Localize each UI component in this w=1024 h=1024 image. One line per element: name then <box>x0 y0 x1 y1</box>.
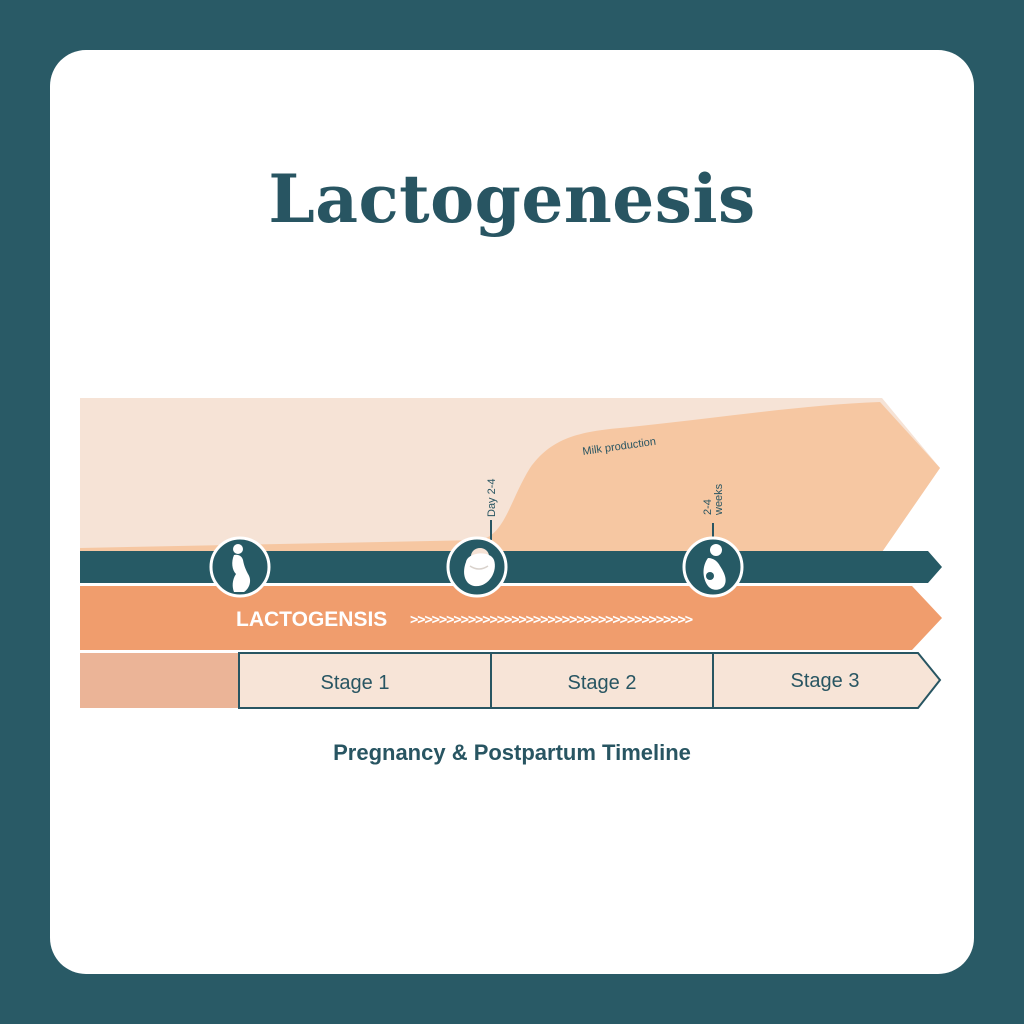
milk-production-area <box>80 402 940 552</box>
stage-3-box <box>712 652 942 709</box>
lactogenesis-band <box>80 586 942 650</box>
weeks-marker-label-2: weeks <box>713 483 725 516</box>
timeline-caption: Pregnancy & Postpartum Timeline <box>333 740 691 765</box>
timeline-arrow <box>80 551 942 583</box>
newborn-icon <box>446 536 508 598</box>
lactogenesis-band-label: LACTOGENSIS <box>236 608 387 631</box>
mother-baby-icon <box>682 536 744 598</box>
stage-1-box <box>238 652 492 709</box>
page-title: Lactogenesis <box>268 160 756 238</box>
weeks-marker-label-1: 2-4 <box>702 499 714 515</box>
day-marker-label: Day 2-4 <box>486 478 498 517</box>
stage-3-label: Stage 3 <box>791 670 860 692</box>
band-chevrons: >>>>>>>>>>>>>>>>>>>>>>>>>>>>>>>>>>>>>>> <box>410 612 693 628</box>
stage-2-label: Stage 2 <box>568 672 637 694</box>
stage-1-label: Stage 1 <box>321 672 390 694</box>
pregnant-woman-icon <box>209 536 271 598</box>
pre-stage-block <box>80 653 239 708</box>
